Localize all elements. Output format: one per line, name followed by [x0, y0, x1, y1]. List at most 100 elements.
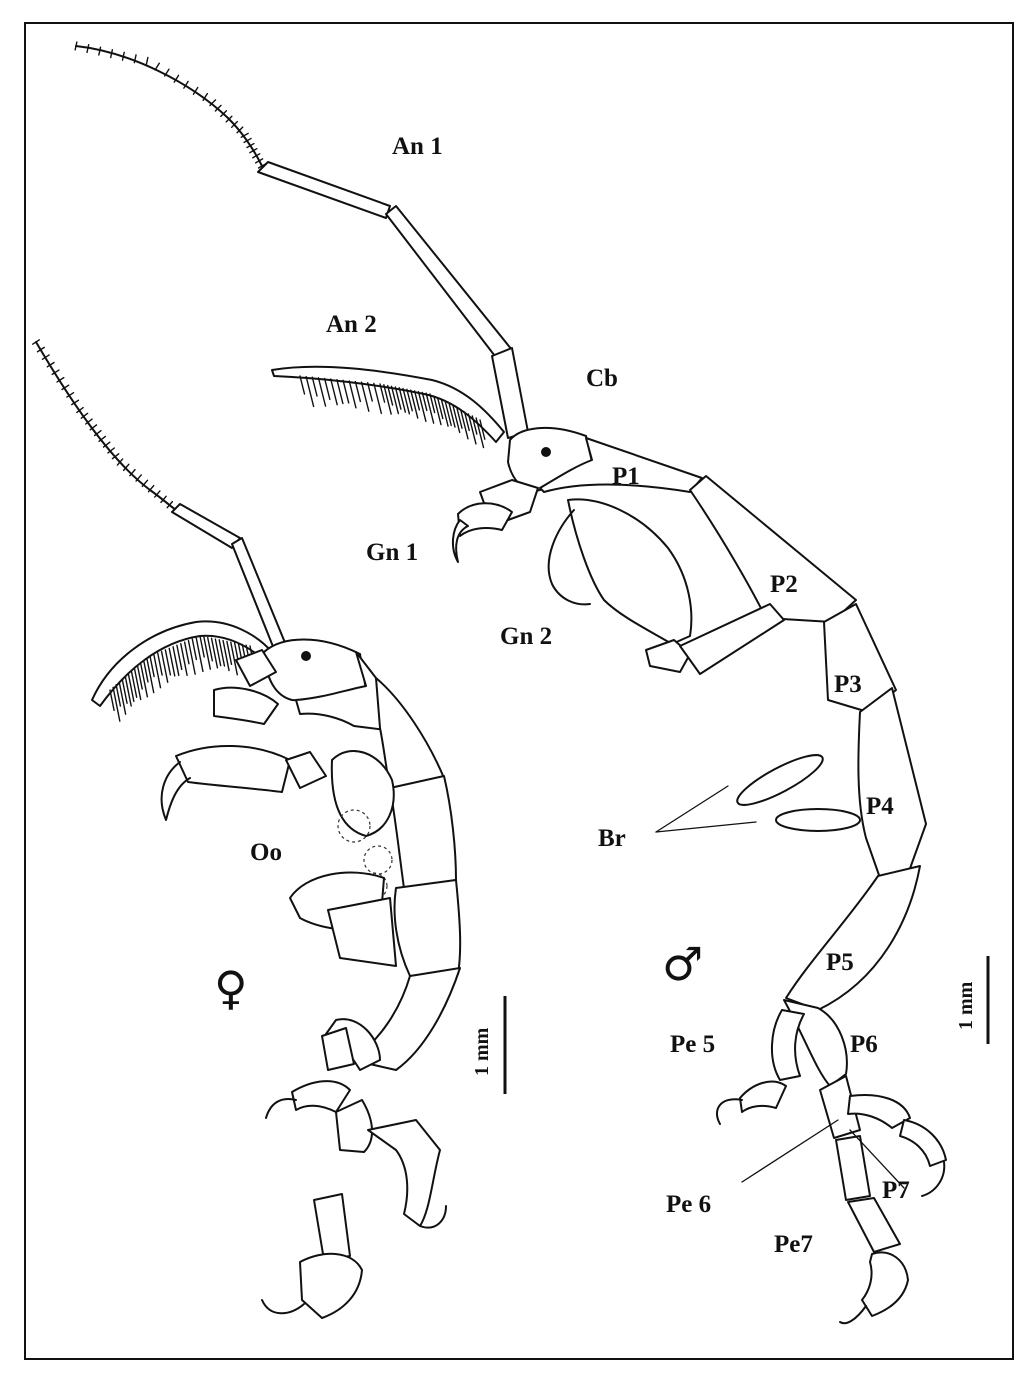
- antenna-seta: [463, 411, 470, 432]
- antenna-seta: [199, 635, 205, 658]
- male-gnathopod2-dactylus: [547, 509, 591, 606]
- label-br: Br: [598, 825, 626, 852]
- antenna-segment-tick: [107, 447, 115, 454]
- antenna-segment-tick: [109, 49, 114, 59]
- antenna-segment-tick: [230, 120, 239, 129]
- antenna-seta: [436, 397, 444, 420]
- antenna-seta: [413, 390, 421, 411]
- male-antenna2-setae: [299, 375, 486, 449]
- male-antenna1-segment-3: [257, 161, 391, 219]
- male-pereopod7: [835, 1135, 871, 1201]
- female-pereonite-4: [393, 879, 462, 977]
- female-gnathopod2-carpus: [285, 751, 327, 789]
- antenna-segment-tick: [61, 384, 70, 391]
- female-pereopod5: [321, 1027, 355, 1071]
- antenna-segment-tick: [183, 80, 189, 89]
- antenna-seta: [440, 399, 449, 427]
- antenna-seta: [460, 409, 469, 440]
- male-antenna1-segment-2: [385, 205, 513, 361]
- antenna-segment-tick: [121, 51, 125, 61]
- male-eye: [541, 447, 551, 457]
- antenna-seta: [109, 689, 115, 712]
- male-pereopod6: [847, 1094, 911, 1129]
- female-pereopod5-distal: [291, 1080, 351, 1113]
- antenna-segment-tick: [254, 158, 264, 164]
- antenna-seta: [191, 638, 198, 661]
- antenna-seta: [206, 636, 214, 662]
- antenna-segment-tick: [66, 392, 75, 398]
- leader-br-lower: [655, 821, 757, 833]
- antenna-segment-tick: [173, 74, 180, 83]
- antenna-seta: [143, 660, 149, 683]
- male-symbol: ♂: [662, 937, 703, 991]
- label-p7: P7: [882, 1177, 910, 1204]
- antenna-segment-tick: [249, 147, 258, 154]
- antenna-seta: [311, 376, 318, 397]
- antenna-seta: [153, 653, 162, 689]
- antenna-segment-tick: [141, 479, 149, 488]
- antenna-segment-tick: [202, 92, 209, 102]
- label-gn1: Gn 1: [366, 539, 418, 566]
- female-symbol: ♀: [214, 961, 248, 1015]
- antenna-segment-tick: [85, 418, 93, 425]
- female-pereopod5-dactylus: [265, 1098, 297, 1119]
- antenna-seta: [156, 652, 163, 676]
- male-pereopod6-dactylus: [921, 1161, 946, 1197]
- antenna-segment-tick: [76, 406, 84, 414]
- antenna-segment-tick: [51, 369, 60, 376]
- male-antenna1-flagellum: [75, 45, 263, 167]
- female-pereopod7-dactylus: [261, 1299, 305, 1315]
- female-eye: [301, 651, 311, 661]
- antenna-segment-tick: [220, 110, 228, 118]
- antenna-segment-tick: [135, 474, 142, 482]
- antenna-seta: [214, 638, 222, 667]
- male-pereopod7-dactylus: [839, 1305, 867, 1325]
- antenna-segment-tick: [240, 132, 249, 138]
- antenna-seta: [124, 676, 132, 707]
- antenna-segment-tick: [56, 376, 65, 383]
- antenna-seta: [402, 387, 411, 415]
- female-pereonite-1: [295, 651, 387, 731]
- antenna-segment-tick: [102, 441, 111, 448]
- female-gnathopod1: [213, 686, 279, 725]
- female-egg-2: [363, 845, 393, 875]
- label-pe7: Pe7: [774, 1231, 813, 1258]
- antenna-seta: [176, 644, 183, 671]
- female-egg-1: [337, 809, 371, 843]
- antenna-seta: [133, 668, 142, 701]
- male-pereopod7-propodus: [861, 1251, 909, 1317]
- label-p3: P3: [834, 671, 862, 698]
- label-an2: An 2: [326, 311, 377, 338]
- female-antenna1-flagellum: [35, 341, 177, 511]
- antenna-segment-tick: [214, 104, 222, 112]
- antenna-segment-tick: [89, 424, 98, 431]
- male-specimen: [74, 41, 947, 1325]
- female-antenna2-setae: [109, 635, 256, 722]
- figure-frame: [24, 22, 1014, 1360]
- antenna-seta: [112, 686, 121, 722]
- antenna-seta: [164, 649, 172, 676]
- antenna-segment-tick: [31, 339, 41, 345]
- antenna-seta: [448, 403, 456, 428]
- antenna-seta: [172, 646, 180, 677]
- male-gnathopod2-carpus: [645, 639, 691, 673]
- female-gnathopod1-propodus: [235, 649, 277, 687]
- antenna-segment-tick: [74, 41, 78, 51]
- female-antenna1-segment-3: [171, 503, 241, 549]
- antenna-seta: [444, 401, 452, 427]
- antenna-seta: [452, 405, 461, 434]
- antenna-seta: [140, 663, 149, 698]
- antenna-seta: [226, 640, 233, 666]
- antenna-seta: [429, 393, 436, 414]
- antenna-seta: [180, 642, 188, 677]
- antenna-seta: [471, 415, 478, 435]
- label-oo: Oo: [250, 839, 282, 866]
- antenna-segment-tick: [252, 153, 261, 159]
- female-pereopod7: [313, 1193, 351, 1261]
- antenna-seta: [354, 380, 362, 403]
- antenna-seta: [390, 385, 400, 415]
- male-antenna2: [271, 365, 505, 443]
- antenna-segment-tick: [147, 484, 155, 493]
- antenna-segment-tick: [192, 86, 199, 95]
